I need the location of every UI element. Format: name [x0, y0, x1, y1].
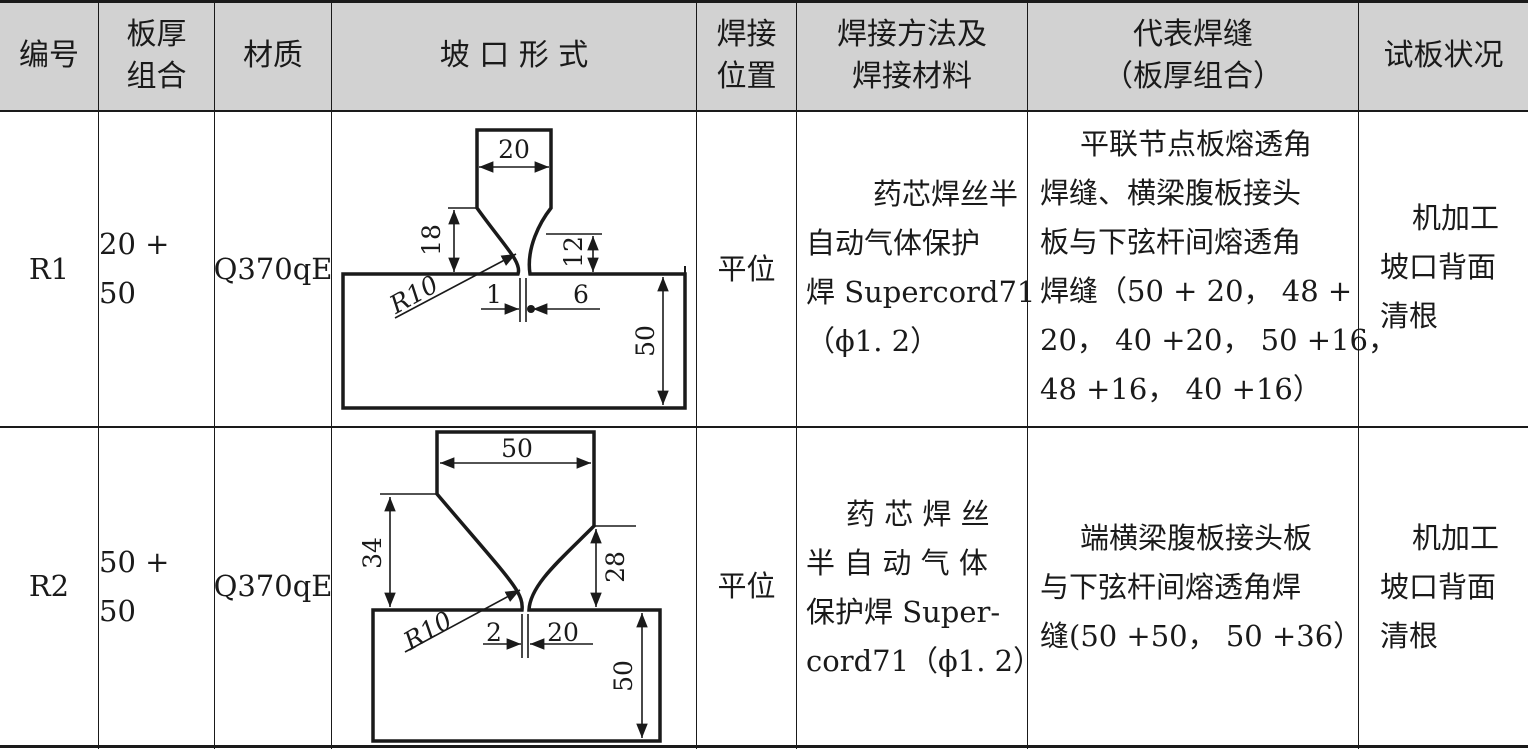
- column-divider: [1027, 0, 1028, 749]
- r1-label-left-height: 18: [417, 224, 446, 256]
- row1-status-line: 坡口背面: [1380, 250, 1497, 284]
- row2-status-line: 清根: [1380, 619, 1439, 653]
- r1-plate-outline: [341, 128, 687, 410]
- header-status-label: 试板状况: [1383, 38, 1504, 73]
- header-thickness: 板厚 组合: [99, 2, 214, 110]
- header-weld-line: 代表焊缝: [1133, 17, 1253, 52]
- r1-label-right-offset: 6: [573, 280, 589, 309]
- row2-method-line: 药 芯 焊 丝: [846, 497, 990, 531]
- header-method-line: 焊接材料: [852, 59, 972, 94]
- header-id-label: 编号: [19, 38, 79, 73]
- header-position-line: 焊接: [716, 17, 777, 52]
- row1-weld-line: 48 +16， 40 +16）: [1040, 372, 1322, 406]
- row2-position: 平位: [717, 569, 776, 603]
- row2-material: Q370qE: [213, 569, 333, 603]
- row2-weld-line: 端横梁腹板接头板: [1080, 521, 1313, 555]
- row1-weld-line: 焊缝、横梁腹板接头: [1040, 176, 1302, 210]
- table-bottom-rule: [0, 745, 1528, 748]
- row2-weld-line: 与下弦杆间熔透角焊: [1040, 570, 1302, 604]
- row2-method-line: 半 自 动 气 体: [806, 546, 988, 580]
- column-divider: [214, 0, 215, 749]
- row1-id: R1: [28, 251, 70, 286]
- row2-status-line: 机加工: [1412, 521, 1500, 555]
- header-id: 编号: [0, 2, 98, 110]
- row1-method: 药芯焊丝半 自动气体保护 焊 Supercord71 （ϕ1. 2）: [806, 170, 1036, 366]
- row1-status-line: 清根: [1380, 299, 1439, 333]
- header-position-line: 位置: [716, 59, 777, 94]
- r2-label-radius: R10: [398, 605, 457, 656]
- column-divider: [331, 0, 332, 749]
- row1-weld: 平联节点板熔透角 焊缝、横梁腹板接头 板与下弦杆间熔透角 焊缝（50 + 20，…: [1040, 120, 1397, 414]
- table-header-background: [0, 0, 1528, 111]
- column-divider: [696, 0, 697, 749]
- row2-method: 药 芯 焊 丝 半 自 动 气 体 保护焊 Super- cord71（ϕ1. …: [806, 490, 1043, 686]
- row2-method-line: 保护焊 Super-: [806, 595, 1001, 629]
- header-weld: 代表焊缝 （板厚组合）: [1028, 2, 1358, 110]
- r2-label-left-height: 34: [358, 537, 387, 569]
- row1-weld-line: 焊缝（50 + 20， 48 +: [1040, 274, 1353, 308]
- r1-label-right-height: 12: [559, 236, 588, 268]
- row2-weld: 端横梁腹板接头板 与下弦杆间熔透角焊 缝(50 +50， 50 +36）: [1040, 514, 1363, 661]
- r2-label-base-thickness: 50: [609, 660, 638, 692]
- row1-groove-drawing: 20 18 12 R10 1 6 50: [341, 128, 687, 410]
- row1-status: 机加工 坡口背面 清根: [1380, 194, 1520, 341]
- header-weld-line: （板厚组合）: [1103, 59, 1283, 94]
- header-method: 焊接方法及 焊接材料: [797, 2, 1027, 110]
- table-top-rule: [0, 0, 1528, 3]
- row1-material: Q370qE: [213, 251, 333, 286]
- r1-label-radius: R10: [384, 270, 443, 320]
- row1-weld-line: 平联节点板熔透角: [1080, 127, 1313, 161]
- row2-groove-drawing: 50 34 28 R10 2 20 50: [358, 430, 662, 743]
- column-divider: [1358, 0, 1359, 749]
- header-bottom-rule: [0, 110, 1528, 112]
- header-groove-label: 坡 口 形 式: [439, 38, 589, 73]
- row1-weld-line: 板与下弦杆间熔透角: [1040, 225, 1302, 259]
- r1-root-point: [527, 305, 535, 313]
- row1-status-line: 机加工: [1412, 201, 1500, 235]
- row2-status-line: 坡口背面: [1380, 570, 1497, 604]
- row2-thickness: 50 + 50: [99, 544, 170, 628]
- row1-method-line: 自动气体保护: [806, 226, 981, 260]
- header-material-label: 材质: [243, 38, 303, 73]
- r1-label-root-gap: 1: [486, 280, 502, 309]
- r2-label-right-offset: 20: [547, 618, 579, 647]
- row1-method-line: 焊 Supercord71: [806, 275, 1036, 309]
- header-method-line: 焊接方法及: [837, 17, 987, 52]
- row1-weld-line: 20， 40 +20， 50 +16，: [1040, 323, 1397, 357]
- r2-radius-leader: [404, 589, 521, 653]
- column-divider: [98, 0, 99, 749]
- r2-label-right-height: 28: [601, 551, 630, 583]
- row1-thickness: 20 + 50: [99, 227, 170, 310]
- header-status: 试板状况: [1359, 2, 1528, 110]
- r2-label-top-width: 50: [501, 434, 533, 463]
- header-thickness-line: 板厚: [126, 17, 187, 52]
- row2-status: 机加工 坡口背面 清根: [1380, 514, 1520, 661]
- r1-radius-leader: [394, 253, 517, 319]
- row1-position: 平位: [717, 251, 776, 286]
- header-groove: 坡 口 形 式: [332, 2, 696, 110]
- column-divider: [796, 0, 797, 749]
- row2-weld-line: 缝(50 +50， 50 +36）: [1040, 619, 1363, 653]
- header-material: 材质: [215, 2, 331, 110]
- header-position: 焊接 位置: [697, 2, 796, 110]
- row1-method-line: 药芯焊丝半: [872, 177, 1018, 211]
- header-thickness-line: 组合: [126, 59, 187, 94]
- row2-method-line: cord71（ϕ1. 2）: [806, 644, 1043, 678]
- r1-label-base-thickness: 50: [631, 325, 660, 357]
- row1-method-line: （ϕ1. 2）: [806, 324, 940, 358]
- row-divider: [0, 426, 1528, 428]
- row2-id: R2: [28, 569, 70, 603]
- r2-plate-outline: [371, 430, 662, 743]
- r2-label-root-gap: 2: [486, 618, 502, 647]
- r1-label-top-width: 20: [498, 135, 530, 164]
